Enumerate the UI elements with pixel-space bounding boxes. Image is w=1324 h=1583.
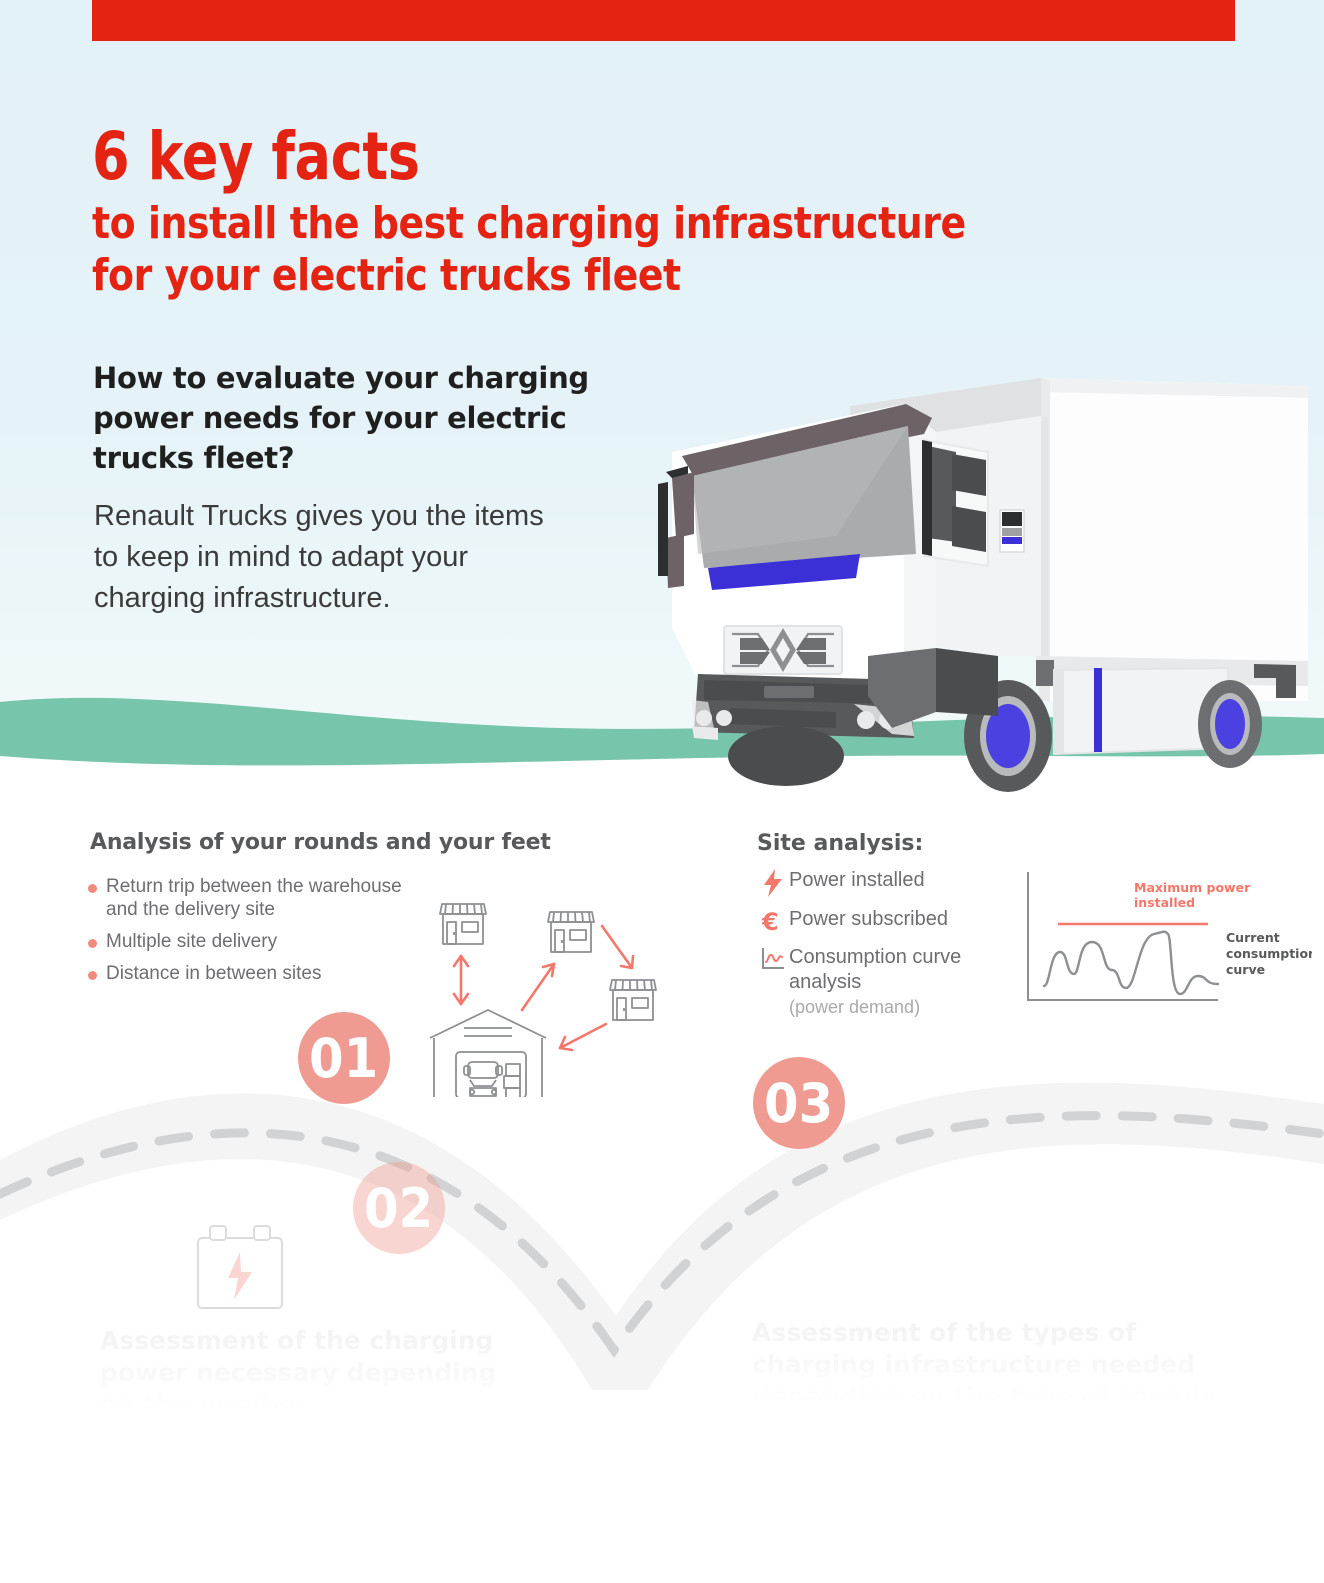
road-decoration (0, 1082, 1324, 1390)
intro-question: How to evaluate your charging power need… (93, 361, 589, 475)
section-03-title: Site analysis: (757, 831, 924, 856)
headline-line-1: 6 key facts (92, 118, 420, 195)
background-bottom (0, 760, 1324, 1583)
svg-text:curve: curve (1226, 962, 1265, 977)
step-badge-01: 01 (298, 1012, 390, 1104)
rounds-diagram-icon (429, 903, 657, 1097)
section-01-bullet-list: Return trip between the warehouse and th… (88, 875, 418, 994)
headline-line-2: to install the best charging infrastruct… (92, 198, 966, 249)
list-item: Consumption curve analysis (power demand… (757, 945, 997, 1019)
list-item: Multiple site delivery (88, 930, 418, 953)
bullet-dot-icon (88, 939, 97, 948)
intro-body: Renault Trucks gives you the items to ke… (94, 500, 544, 614)
page-title: 6 key facts to install the best charging… (92, 122, 1212, 302)
brand-top-bar (92, 0, 1235, 41)
list-item: Power installed (757, 868, 997, 897)
bullet-label: Distance in between sites (106, 963, 322, 984)
chart-annotation-max-power: Maximum power (1134, 880, 1251, 895)
bullet-label: Return trip between the warehouse and th… (106, 876, 402, 920)
section-01-title: Analysis of your rounds and your feet (90, 830, 551, 855)
consumption-curve-chart: Maximum power installed Current consumpt… (1027, 872, 1312, 1001)
route-arrows-icon (452, 924, 635, 1052)
list-item: Distance in between sites (88, 962, 418, 985)
consumption-chart-icon (757, 945, 789, 972)
section-03-faded-title: Assessment of the types of charging infr… (752, 1318, 1216, 1411)
electric-truck-illustration (658, 378, 1308, 792)
headline-line-3: for your electric trucks fleet (92, 250, 681, 301)
euro-sign-icon: € (757, 907, 789, 935)
item-label: Consumption curve analysis (789, 946, 962, 993)
item-label: Power subscribed (789, 908, 948, 930)
svg-text:consumption: consumption (1226, 946, 1312, 961)
bullet-dot-icon (88, 884, 97, 893)
shop-icon (547, 911, 595, 953)
lightning-bolt-icon (757, 868, 789, 897)
svg-text:installed: installed (1134, 895, 1195, 910)
warehouse-icon (429, 1009, 547, 1097)
step-badge-02: 02 (353, 1162, 445, 1254)
shop-icon (609, 979, 657, 1021)
chart-annotation-current-curve: Current (1226, 930, 1280, 945)
section-02-faded-title: Assessment of the charging power necessa… (100, 1326, 497, 1419)
list-item: € Power subscribed (757, 907, 997, 935)
bullet-label: Multiple site delivery (106, 931, 278, 952)
item-label: Power installed (789, 869, 925, 891)
step-badge-03: 03 (753, 1057, 845, 1149)
battery-icon (197, 1225, 283, 1309)
section-03-item-list: Power installed € Power subscribed Consu… (757, 868, 997, 1029)
shop-icon (439, 903, 487, 945)
svg-text:€: € (761, 908, 779, 935)
list-item: Return trip between the warehouse and th… (88, 875, 418, 921)
bullet-dot-icon (88, 971, 97, 980)
item-note: (power demand) (789, 997, 921, 1017)
